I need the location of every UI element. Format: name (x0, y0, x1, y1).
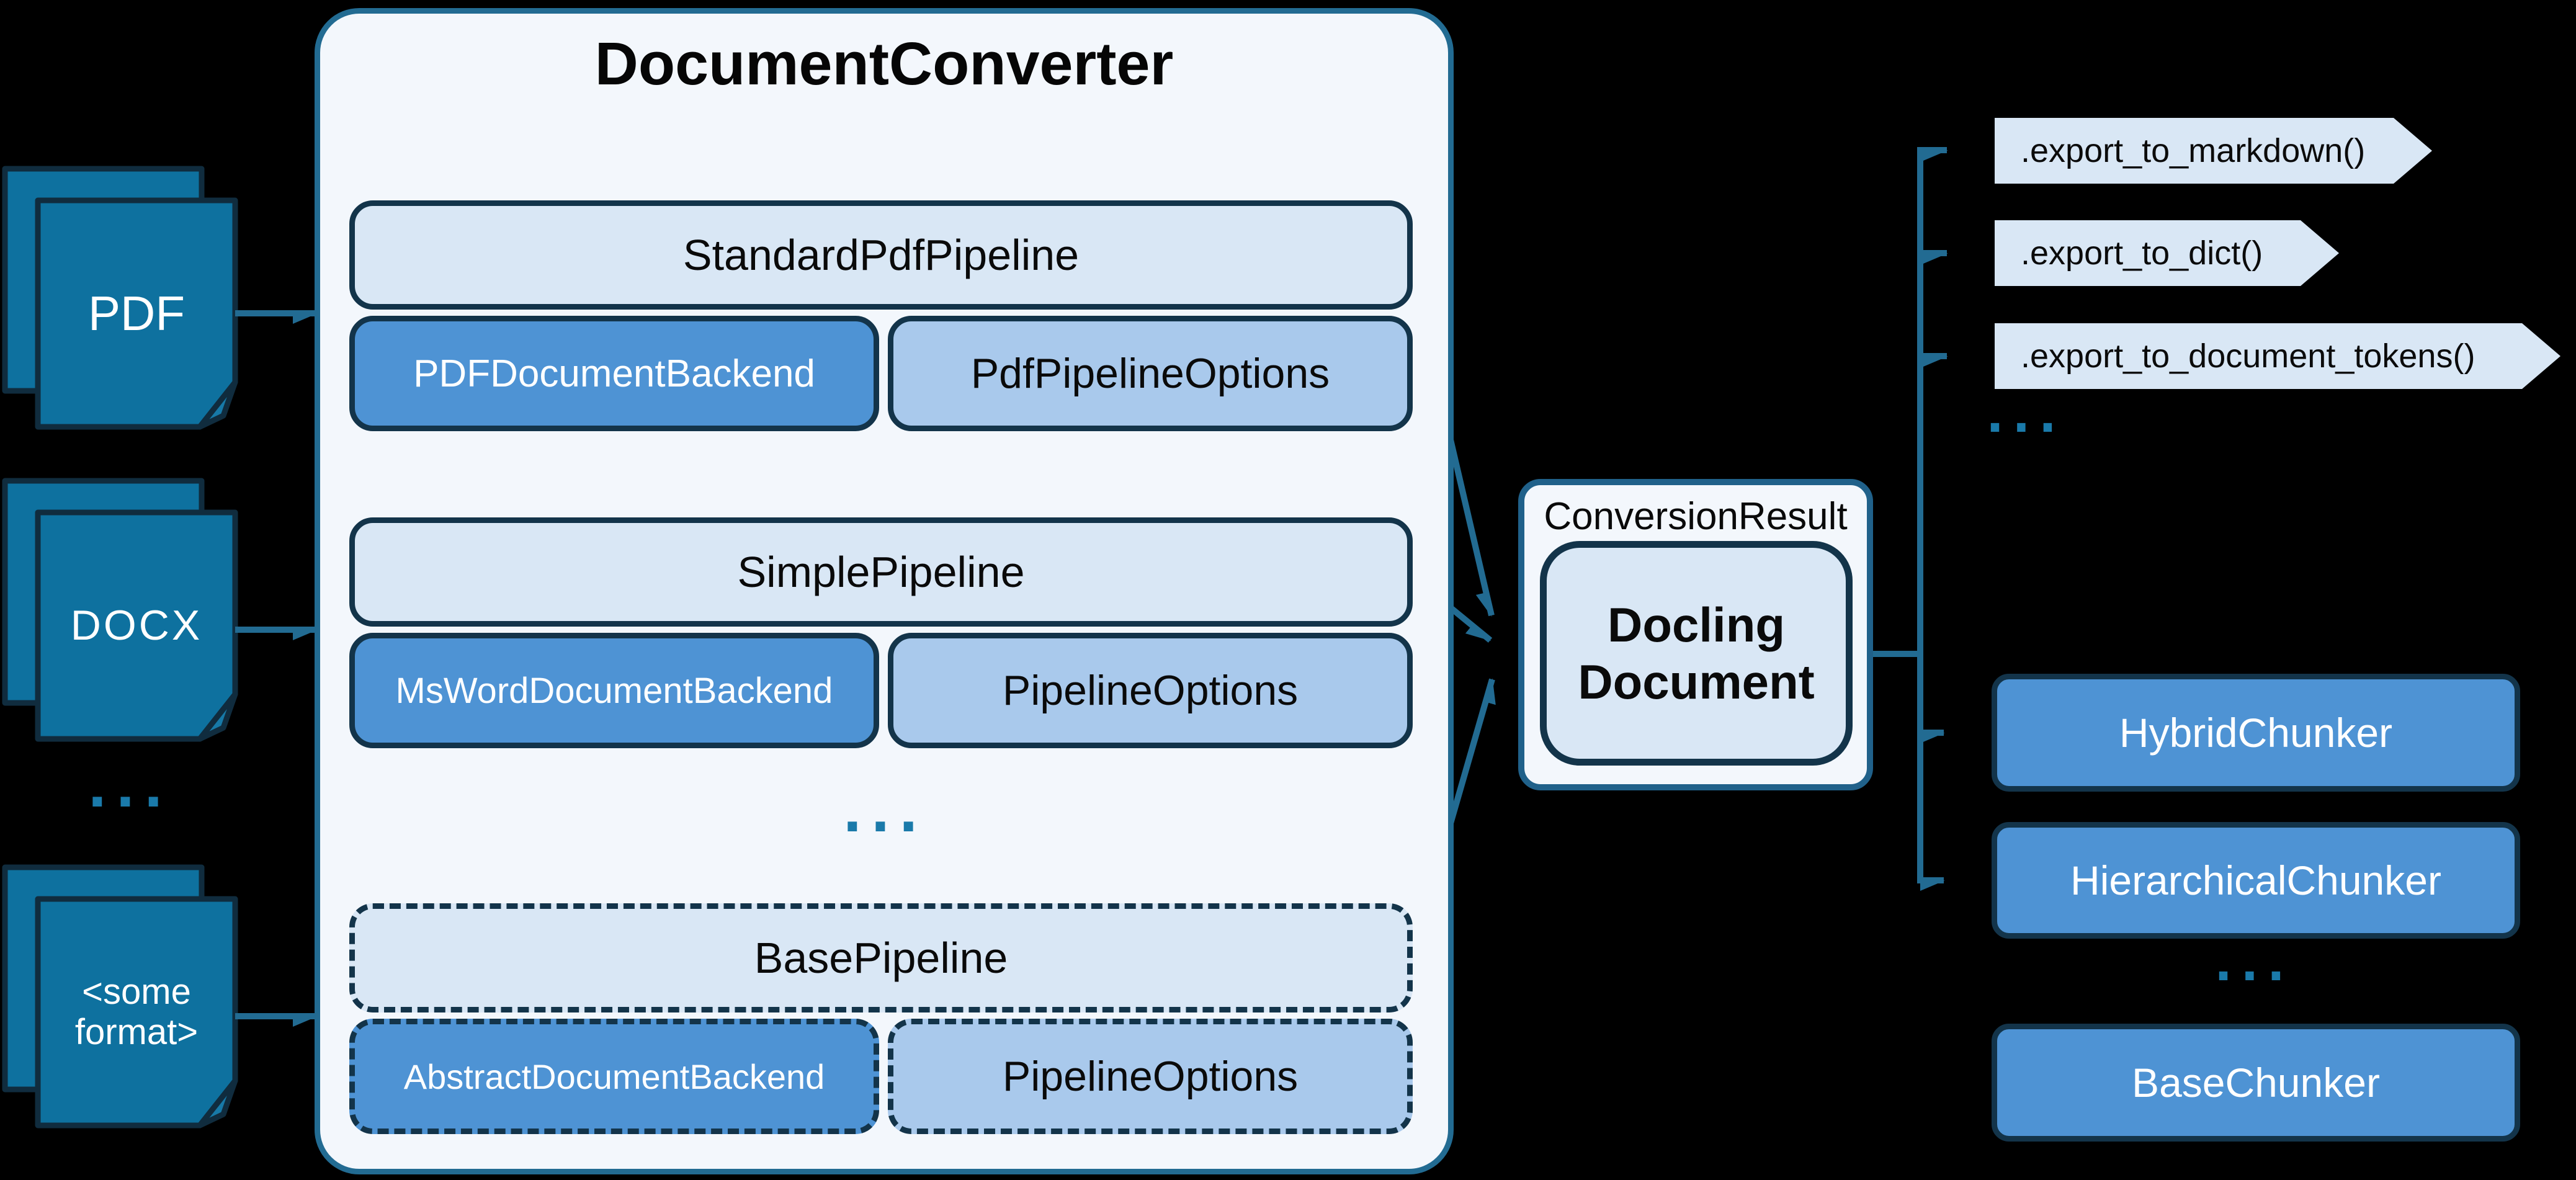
input-label-pdf: PDF (88, 285, 185, 341)
chunkers-ellipsis: ... (2215, 927, 2294, 993)
exports-ellipsis: ... (1987, 379, 2066, 445)
document-converter-title: DocumentConverter (594, 30, 1174, 97)
hierarchical-chunker-box: HierarchicalChunker (1992, 822, 2520, 939)
options-base-pipeline: PipelineOptions (888, 1019, 1413, 1134)
export-to-dict-tag: .export_to_dict() (1995, 220, 2339, 286)
pipeline-base: BasePipeline (349, 903, 1413, 1012)
backend-msword-document: MsWordDocumentBackend (349, 633, 879, 748)
converter-ellipsis: ... (843, 773, 928, 846)
options-pdf-pipeline: PdfPipelineOptions (888, 316, 1413, 431)
docling-document-box: Docling Document (1540, 541, 1853, 766)
input-label-some-format: <some format> (74, 971, 199, 1052)
branch-to-hierarchical-chunker (1917, 654, 1944, 880)
pipeline-simple: SimplePipeline (349, 517, 1413, 627)
backend-abstract-document: AbstractDocumentBackend (349, 1019, 879, 1134)
hybrid-chunker-box: HybridChunker (1992, 674, 2520, 792)
pipeline-standard-pdf: StandardPdfPipeline (349, 200, 1413, 310)
base-chunker-box: BaseChunker (1992, 1024, 2520, 1142)
backend-pdf-document: PDFDocumentBackend (349, 316, 879, 431)
inputs-ellipsis: ... (88, 748, 172, 821)
export-to-markdown-tag: .export_to_markdown() (1995, 118, 2432, 184)
conversion-result-label: ConversionResult (1544, 494, 1848, 538)
input-label-docx: DOCX (70, 602, 203, 650)
options-pipeline: PipelineOptions (888, 633, 1413, 748)
export-to-document-tokens-tag: .export_to_document_tokens() (1995, 323, 2560, 389)
input-arrows (235, 310, 316, 1016)
